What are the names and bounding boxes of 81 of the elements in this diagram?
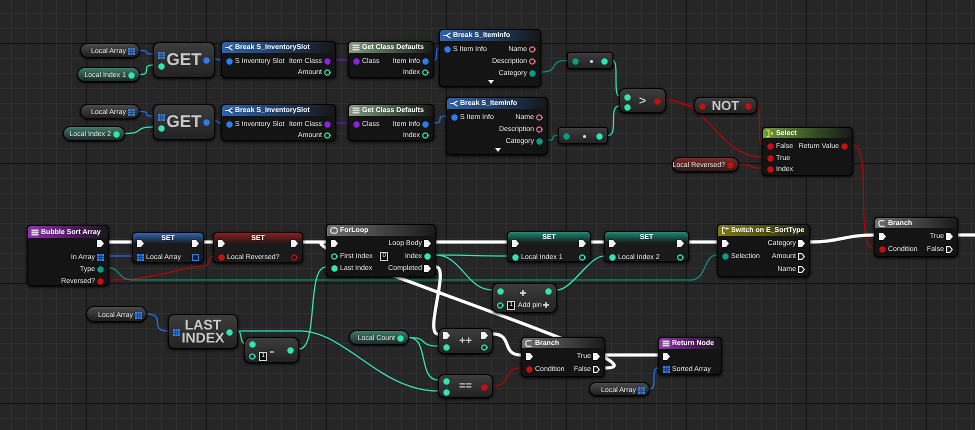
- variable-node: [86, 306, 147, 322]
- connection-wire: [810, 233, 874, 244]
- operator-node: [694, 97, 757, 114]
- function-node: [658, 337, 722, 375]
- connection-wire: [298, 266, 326, 350]
- function-node: [27, 225, 109, 286]
- set-node: [213, 232, 303, 263]
- connection-wire: [689, 240, 717, 244]
- variable-node: [80, 43, 140, 58]
- connection-wire: [140, 64, 154, 76]
- variable-node: [589, 382, 650, 396]
- function-node: [874, 217, 958, 257]
- operator-label: NOT: [710, 99, 740, 112]
- operator-label: GET: [166, 52, 202, 68]
- operator-node: [438, 374, 493, 398]
- connection-wire: [124, 126, 154, 134]
- operator-node: [153, 42, 215, 78]
- function-node: [446, 97, 548, 155]
- connection-wire: [492, 367, 522, 387]
- connection-wire: [140, 110, 154, 117]
- conversion-node: [558, 127, 608, 144]
- connection-wire: [608, 105, 620, 136]
- connection-wire: [140, 50, 154, 55]
- conversion-node: [567, 52, 613, 69]
- connection-wire: [434, 115, 446, 124]
- operator-node: [492, 283, 557, 313]
- operator-label: >: [638, 94, 647, 106]
- function-node: [439, 29, 541, 87]
- function-node: [348, 41, 434, 78]
- connection-wire: [146, 313, 168, 332]
- variable-node: [349, 330, 409, 345]
- set-node: [604, 231, 689, 262]
- operator-label: LAST INDEX: [181, 318, 225, 345]
- operator-node: [619, 88, 666, 113]
- function-node: [521, 337, 605, 377]
- connection-wire: [650, 367, 658, 390]
- connection-wire: [492, 332, 522, 357]
- operator-node: [244, 337, 299, 363]
- variable-node: [77, 67, 140, 82]
- function-node: [717, 224, 810, 277]
- connection-wire: [852, 144, 874, 249]
- connection-wire: [204, 240, 213, 244]
- set-node: [507, 231, 591, 262]
- connection-wire: [605, 353, 658, 357]
- variable-node: [80, 104, 140, 119]
- set-node: [132, 232, 204, 263]
- connection-wire: [434, 47, 440, 61]
- connection-wire: [238, 330, 438, 392]
- connection-wire: [738, 164, 762, 169]
- function-node: [221, 41, 336, 78]
- variable-node: [63, 126, 125, 141]
- operator-label: GET: [166, 114, 202, 130]
- connection-wire: [336, 122, 348, 124]
- connection-wire: [109, 255, 132, 257]
- variable-node: [672, 157, 739, 172]
- function-node: [221, 104, 336, 141]
- function-node: [348, 104, 434, 141]
- connection-wire: [436, 254, 492, 291]
- connection-wire: [556, 255, 604, 291]
- connection-wire: [540, 60, 568, 73]
- connection-wire: [238, 330, 244, 344]
- connection-wire: [612, 60, 620, 97]
- connection-wire: [436, 240, 507, 244]
- operator-label: ==: [458, 380, 473, 392]
- connection-wire: [108, 254, 718, 281]
- connection-wire: [666, 99, 762, 158]
- function-node: [326, 224, 436, 277]
- connection-wire: [591, 240, 604, 244]
- connection-wire: [432, 266, 442, 336]
- connection-wire: [756, 105, 762, 146]
- connection-wire: [408, 336, 438, 381]
- operator-node: [438, 328, 493, 354]
- connection-wire: [548, 134, 558, 141]
- connection-wire: [109, 240, 132, 244]
- connection-wire: [958, 233, 975, 237]
- operator-label: ++: [458, 336, 473, 346]
- operator-node: [168, 314, 238, 349]
- connection-wire: [108, 255, 214, 281]
- connection-wire: [336, 59, 348, 61]
- operator-node: [153, 104, 215, 140]
- function-node: [762, 127, 853, 176]
